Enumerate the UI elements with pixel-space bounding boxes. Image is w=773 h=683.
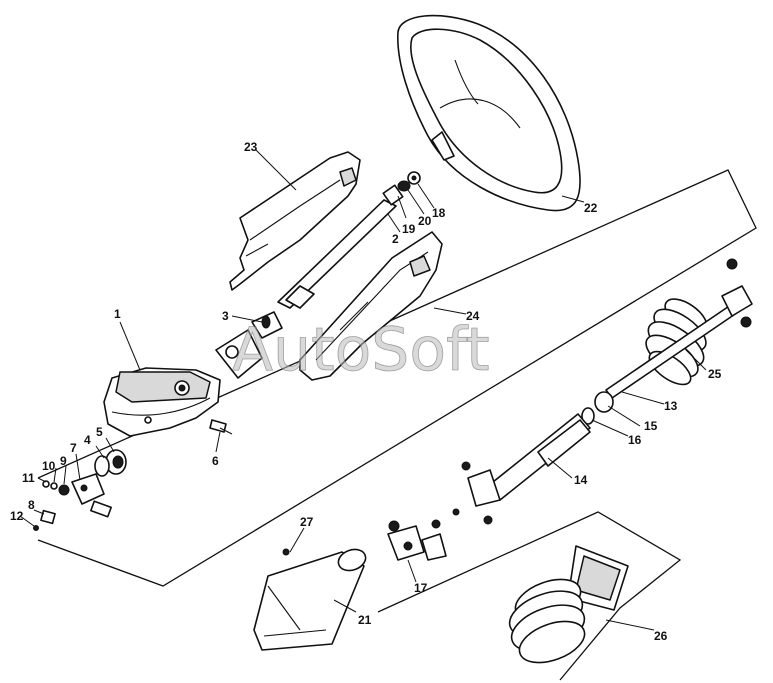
floor-seal-boot (253, 548, 367, 651)
intermediate-shaft-upper (605, 258, 753, 399)
callout-26: 26 (654, 629, 668, 643)
leader-lines (19, 149, 707, 631)
callout-19: 19 (402, 222, 416, 236)
callout-10: 10 (42, 459, 56, 473)
shaft-nut (397, 180, 411, 192)
column-mounting-bracket (103, 367, 221, 437)
callout-8: 8 (28, 498, 35, 512)
callout-7: 7 (70, 441, 77, 455)
column-group-frame (37, 169, 757, 587)
steering-gear-bellows (508, 545, 629, 664)
callout-12: 12 (10, 509, 24, 523)
callout-27: 27 (300, 515, 314, 529)
boot-group-frame (377, 511, 682, 681)
callout-15: 15 (644, 419, 658, 433)
callout-23: 23 (244, 140, 258, 154)
callout-24: 24 (466, 309, 480, 323)
lower-universal-joint-right (387, 508, 460, 561)
callout-5: 5 (96, 425, 103, 439)
callout-labels: 1 2 3 4 5 6 7 8 9 10 11 12 13 14 15 16 1… (10, 140, 722, 643)
callout-22: 22 (584, 201, 598, 215)
callout-25: 25 (708, 367, 722, 381)
callout-16: 16 (628, 433, 642, 447)
upper-steering-shaft (277, 171, 421, 309)
shaft-bushing (382, 184, 404, 206)
lower-shroud (299, 231, 443, 381)
callout-21: 21 (358, 613, 372, 627)
callout-18: 18 (432, 206, 446, 220)
upper-universal-joint (215, 311, 283, 379)
callout-2: 2 (392, 232, 399, 246)
shaft-end-nut (411, 175, 417, 181)
bracket-bolt (209, 419, 233, 435)
callout-17: 17 (414, 581, 428, 595)
callout-11: 11 (22, 471, 35, 485)
callout-3: 3 (222, 309, 229, 323)
callout-9: 9 (60, 454, 67, 468)
upper-shroud (229, 151, 361, 291)
callout-13: 13 (664, 399, 678, 413)
callout-1: 1 (114, 307, 121, 321)
steering-wheel (397, 14, 581, 212)
intermediate-shaft (461, 413, 591, 525)
callout-20: 20 (418, 214, 432, 228)
callout-14: 14 (574, 473, 588, 487)
callout-4: 4 (84, 433, 91, 447)
column-seal (94, 455, 110, 477)
lower-universal-joint-left (33, 473, 112, 531)
shaft-rings (581, 391, 614, 425)
callout-6: 6 (212, 454, 219, 468)
watermark-text: AutoSoft (232, 315, 490, 385)
